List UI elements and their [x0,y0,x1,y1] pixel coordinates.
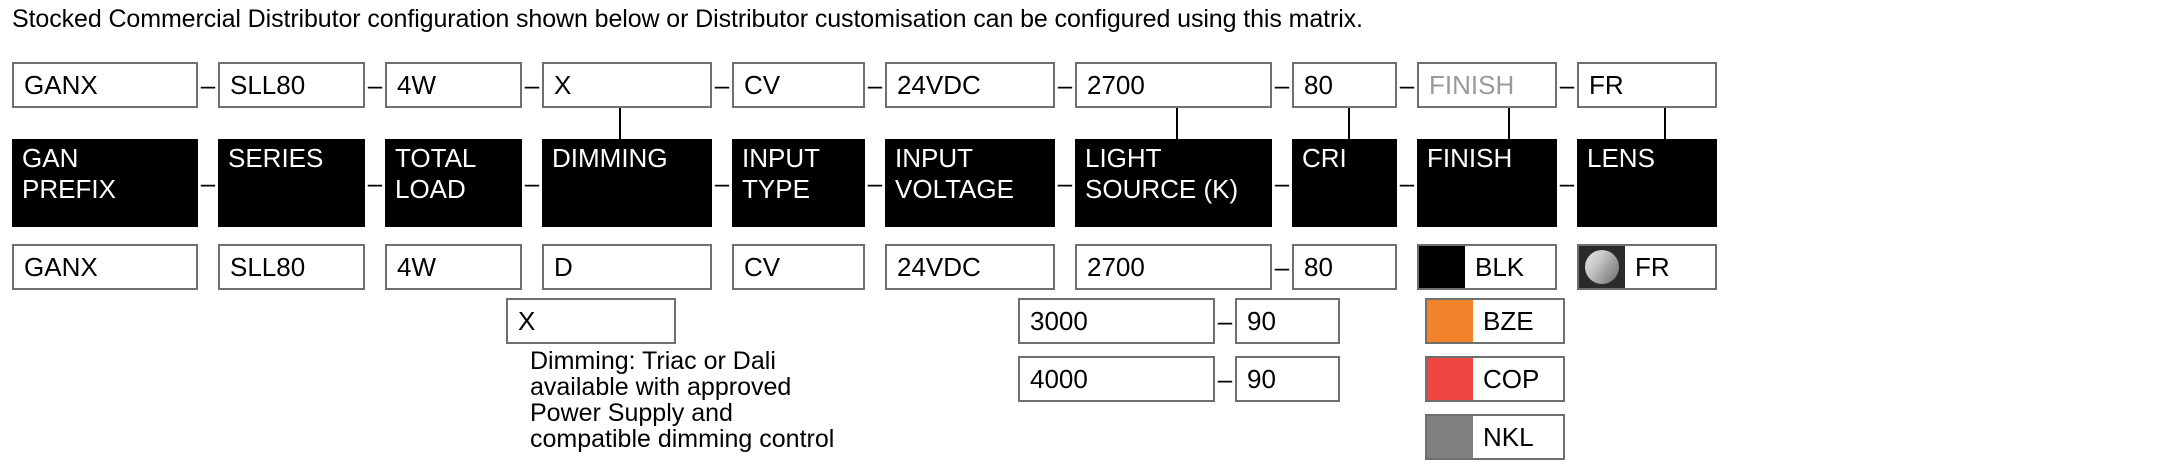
option-light-source-3000[interactable]: 3000 [1018,298,1215,344]
intro-text: Stocked Commercial Distributor configura… [12,5,1363,33]
separator-dash: – [200,167,216,198]
separator-dash: – [714,167,730,198]
category-header-row: GAN PREFIX – SERIES – TOTAL LOAD – DIMMI… [12,139,1717,227]
option-cri-80[interactable]: 80 [1292,244,1397,290]
separator-dash: – [1559,167,1575,198]
option-light-source-2700[interactable]: 2700 [1075,244,1272,290]
connector-tick-light-source [1176,108,1178,139]
option-finish-cop[interactable]: COP [1425,356,1565,402]
spacer [712,244,732,290]
header-light-source: LIGHT SOURCE (K) [1075,139,1272,227]
option-row-1: GANX SLL80 4W D CV 24VDC 2700 – 80 BLK F… [12,244,1717,290]
separator-dash: – [867,69,883,100]
separator-dash: – [367,167,383,198]
header-lens: LENS [1577,139,1717,227]
separator-dash: – [1217,305,1233,336]
frosted-lens-icon [1579,246,1625,288]
separator-dash: – [1057,167,1073,198]
selected-configuration-row: GANX – SLL80 – 4W – X – CV – 24VDC – 270… [12,62,1717,108]
header-total-load: TOTAL LOAD [385,139,522,227]
header-input-type: INPUT TYPE [732,139,865,227]
option-dimming-x[interactable]: X [506,298,676,344]
separator-dash: – [1399,69,1415,100]
selected-total-load[interactable]: 4W [385,62,522,108]
finish-label-cop: COP [1483,363,1540,394]
lens-label-fr: FR [1635,251,1670,282]
separator-dash: – [524,167,540,198]
header-gan-prefix: GAN PREFIX [12,139,198,227]
option-dimming-d[interactable]: D [542,244,712,290]
option-input-type-cv[interactable]: CV [732,244,865,290]
lens-dot-glyph [1585,250,1619,284]
separator-dash: – [524,69,540,100]
separator-dash: – [1399,167,1415,198]
selected-dimming[interactable]: X [542,62,712,108]
spacer [365,244,385,290]
header-finish: FINISH [1417,139,1557,227]
finish-label-nkl: NKL [1483,421,1534,452]
spacer [522,244,542,290]
selected-series[interactable]: SLL80 [218,62,365,108]
option-lens-fr[interactable]: FR [1577,244,1717,290]
selected-gan-prefix[interactable]: GANX [12,62,198,108]
separator-dash: – [367,69,383,100]
option-row-3-finish: COP [1425,356,1565,402]
separator-dash: – [867,167,883,198]
option-cri-90-b[interactable]: 90 [1235,356,1340,402]
option-light-source-4000[interactable]: 4000 [1018,356,1215,402]
spacer [1557,244,1577,290]
finish-swatch-blk [1419,246,1465,288]
connector-tick-lens [1664,108,1666,139]
option-row-2-dimming: X [506,298,676,344]
option-finish-bze[interactable]: BZE [1425,298,1565,344]
connector-tick-cri [1348,108,1350,139]
finish-swatch-nkl [1427,416,1473,458]
spacer [865,244,885,290]
separator-dash: – [1559,69,1575,100]
separator-dash: – [200,69,216,100]
separator-dash: – [1274,167,1290,198]
header-input-voltage: INPUT VOLTAGE [885,139,1055,227]
option-row-3-light: 4000 – 90 [1018,356,1340,402]
finish-swatch-cop [1427,358,1473,400]
option-row-2-light: 3000 – 90 [1018,298,1340,344]
option-series-sll80[interactable]: SLL80 [218,244,365,290]
option-cri-90-a[interactable]: 90 [1235,298,1340,344]
option-input-voltage-24vdc[interactable]: 24VDC [885,244,1055,290]
selected-input-voltage[interactable]: 24VDC [885,62,1055,108]
spacer [1397,244,1417,290]
selected-cri[interactable]: 80 [1292,62,1397,108]
spacer [198,244,218,290]
spacer [1055,244,1075,290]
connector-tick-finish [1508,108,1510,139]
selected-light-source[interactable]: 2700 [1075,62,1272,108]
selected-finish[interactable]: FINISH [1417,62,1557,108]
dimming-note: Dimming: Triac or Dali available with ap… [530,347,835,453]
connector-tick-dimming [619,108,621,139]
finish-swatch-bze [1427,300,1473,342]
selected-input-type[interactable]: CV [732,62,865,108]
option-finish-nkl[interactable]: NKL [1425,414,1565,460]
option-total-load-4w[interactable]: 4W [385,244,522,290]
separator-dash: – [1274,251,1290,282]
option-gan-prefix-ganx[interactable]: GANX [12,244,198,290]
selected-lens[interactable]: FR [1577,62,1717,108]
finish-label-blk: BLK [1475,251,1525,282]
separator-dash: – [1217,363,1233,394]
option-row-2-finish: BZE [1425,298,1565,344]
finish-label-bze: BZE [1483,305,1534,336]
header-series: SERIES [218,139,365,227]
header-dimming: DIMMING [542,139,712,227]
option-finish-blk[interactable]: BLK [1417,244,1557,290]
header-cri: CRI [1292,139,1397,227]
separator-dash: – [1274,69,1290,100]
separator-dash: – [714,69,730,100]
separator-dash: – [1057,69,1073,100]
option-row-4-finish: NKL [1425,414,1565,460]
